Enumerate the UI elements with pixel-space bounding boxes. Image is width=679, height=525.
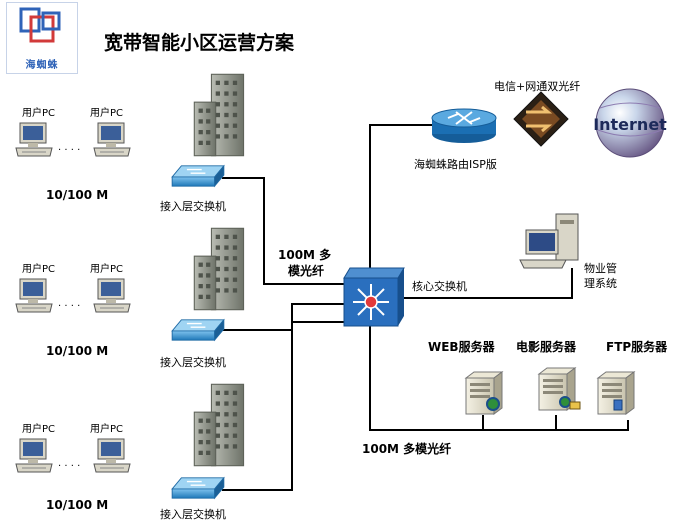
user-pc-icon: [93, 122, 131, 157]
access-switch-icon: [171, 319, 225, 341]
speed-label: 10/100 M: [46, 344, 109, 358]
router-label: 海蜘蛛路由ISP版: [414, 158, 497, 171]
access-switch-icon: [171, 477, 225, 499]
internet-text: Internet: [593, 115, 667, 134]
user-group-1: [15, 73, 245, 187]
pc-label: 用户PC: [22, 264, 56, 275]
building-icon: [193, 227, 245, 311]
building-icon: [193, 73, 245, 157]
pc-label: 用户PC: [90, 264, 124, 275]
core-switch-label: 核心交换机: [412, 280, 467, 293]
user-group-2: [15, 227, 245, 341]
isp-fiber-icon: [513, 91, 569, 147]
user-pc-icon: [15, 122, 53, 157]
building-icon: [193, 383, 245, 467]
pc-label: 用户PC: [22, 108, 56, 119]
dots-separator: . . . .: [58, 142, 81, 153]
user-pc-icon: [93, 278, 131, 313]
uplink-label-line1: 100M 多: [278, 248, 332, 262]
router-icon: [431, 108, 497, 143]
isp-label: 电信+网通双光纤: [494, 80, 581, 93]
property-pc-icon: [519, 213, 579, 269]
access-switch-label: 接入层交换机: [160, 200, 226, 213]
speed-label: 10/100 M: [46, 498, 109, 512]
logo-text: 海蜘蛛: [25, 60, 59, 71]
speed-label: 10/100 M: [46, 188, 109, 202]
core-switch-icon: [343, 267, 405, 327]
property-label-line1: 物业管: [584, 262, 617, 275]
dots-separator: . . . .: [58, 458, 81, 469]
page-title: 宽带智能小区运营方案: [104, 32, 295, 54]
user-group-3: [15, 383, 245, 499]
access-switch-label: 接入层交换机: [160, 508, 226, 521]
uplink-label-line2: 模光纤: [288, 264, 325, 278]
access-switch-label: 接入层交换机: [160, 356, 226, 369]
company-logo: 海蜘蛛: [6, 2, 78, 74]
access-switch-icon: [171, 165, 225, 187]
internet-globe-icon: Internet: [593, 88, 667, 158]
property-label-line2: 理系统: [584, 277, 617, 290]
ftp-server-label: FTP服务器: [606, 340, 668, 354]
dots-separator: . . . .: [58, 298, 81, 309]
user-pc-icon: [15, 438, 53, 473]
server-link-label: 100M 多模光纤: [362, 442, 452, 456]
logo-mark-icon: [19, 7, 61, 43]
web-server-label: WEB服务器: [428, 340, 495, 354]
pc-label: 用户PC: [90, 108, 124, 119]
movie-server-label: 电影服务器: [516, 340, 577, 354]
pc-label: 用户PC: [22, 424, 56, 435]
user-pc-icon: [93, 438, 131, 473]
pc-label: 用户PC: [90, 424, 124, 435]
network-links: [222, 124, 629, 491]
user-pc-icon: [15, 278, 53, 313]
globe-badge-icon: [486, 397, 500, 411]
